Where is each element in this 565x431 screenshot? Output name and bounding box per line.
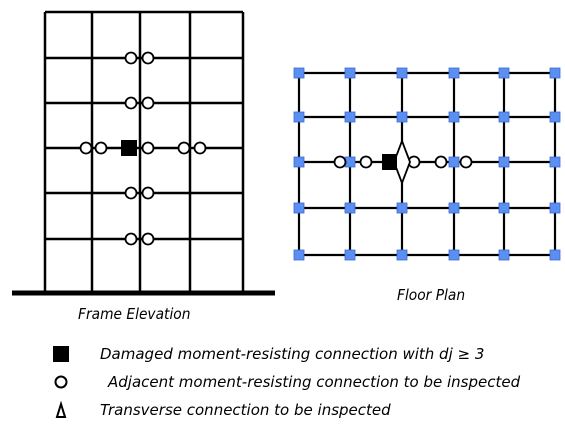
column-marker	[498, 67, 510, 79]
column-marker	[549, 156, 561, 168]
column-marker	[344, 156, 356, 168]
legend-text: Adjacent moment-resisting connection to …	[108, 373, 521, 391]
column-marker	[396, 67, 408, 79]
inspect-circle	[333, 155, 347, 169]
inspect-circle	[124, 96, 138, 110]
inspect-circle	[141, 96, 155, 110]
inspect-circle	[79, 141, 93, 155]
column-marker	[293, 202, 305, 214]
column-marker	[293, 67, 305, 79]
inspect-circle	[94, 141, 108, 155]
column-marker	[293, 249, 305, 261]
inspect-circle	[359, 155, 373, 169]
column-marker	[344, 202, 356, 214]
column-marker	[498, 202, 510, 214]
plan-inspect-circles	[333, 155, 473, 169]
legend-text: Damaged moment-resisting connection with…	[100, 345, 485, 363]
inspect-circle	[434, 155, 448, 169]
inspect-circle	[177, 141, 191, 155]
column-marker	[549, 202, 561, 214]
damaged-connection-square	[121, 140, 137, 156]
inspect-circle	[141, 186, 155, 200]
column-marker	[448, 67, 460, 79]
frame-elevation	[12, 10, 275, 296]
column-marker	[293, 156, 305, 168]
column-marker	[344, 111, 356, 123]
floor-plan-caption: Floor Plan	[397, 286, 466, 304]
damaged-connection-square	[382, 154, 397, 170]
legend-text: Transverse connection to be inspected	[100, 401, 391, 419]
column-marker	[448, 249, 460, 261]
inspect-circle	[193, 141, 207, 155]
plan-column-markers	[293, 67, 561, 261]
inspect-circle	[459, 155, 473, 169]
column-marker	[448, 156, 460, 168]
inspect-circle	[141, 141, 155, 155]
column-marker	[448, 111, 460, 123]
column-marker	[396, 249, 408, 261]
column-marker	[498, 111, 510, 123]
floor-plan	[293, 67, 561, 261]
inspect-circle	[124, 186, 138, 200]
inspect-circle	[141, 51, 155, 65]
inspect-circle	[141, 232, 155, 246]
column-marker	[549, 67, 561, 79]
legend-item-damaged: Damaged moment-resisting connection with…	[52, 343, 484, 365]
triangle-icon	[52, 400, 70, 419]
column-marker	[293, 111, 305, 123]
filled-square-icon	[52, 345, 70, 363]
column-marker	[396, 111, 408, 123]
column-marker	[498, 156, 510, 168]
inspect-circle	[124, 51, 138, 65]
legend-item-inspect: Adjacent moment-resisting connection to …	[52, 371, 520, 393]
column-marker	[498, 249, 510, 261]
inspect-circle	[124, 232, 138, 246]
column-marker	[448, 202, 460, 214]
frame-elevation-caption: Frame Elevation	[78, 305, 191, 323]
column-marker	[396, 202, 408, 214]
column-marker	[344, 67, 356, 79]
open-circle-icon	[52, 373, 70, 391]
elevation-inspect-circles	[79, 51, 207, 246]
column-marker	[344, 249, 356, 261]
column-marker	[549, 111, 561, 123]
legend-item-transverse: Transverse connection to be inspected	[52, 399, 391, 421]
column-marker	[549, 249, 561, 261]
